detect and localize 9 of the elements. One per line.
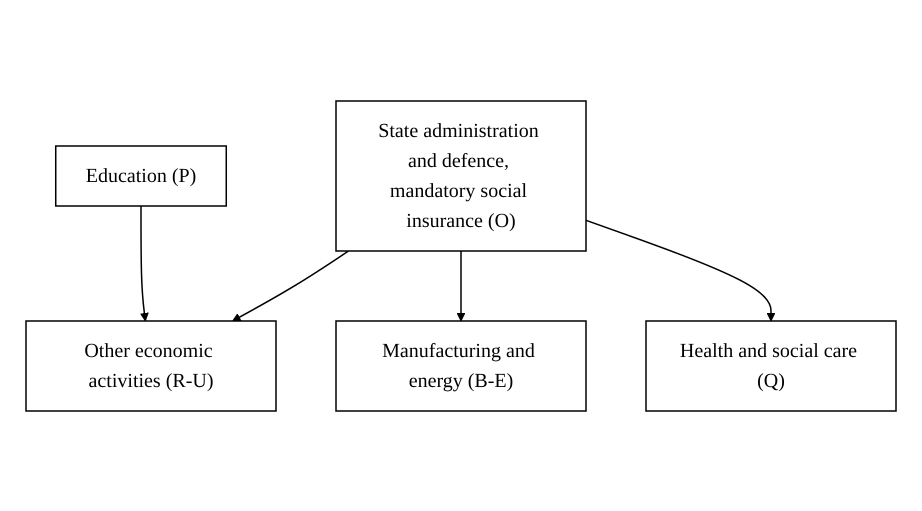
arrow [586, 219, 776, 321]
node-box: Education (P) [54, 144, 228, 206]
node-box: State administration and defence, mandatory social insurance (O) [335, 100, 587, 252]
arrow [232, 250, 349, 321]
node-box: Health and social care (Q) [645, 320, 897, 412]
node-box: Other economic activities (R-U) [25, 320, 277, 412]
arrow [140, 206, 149, 321]
arrow [456, 250, 466, 321]
node-box: Manufacturing and energy (B-E) [335, 320, 587, 412]
